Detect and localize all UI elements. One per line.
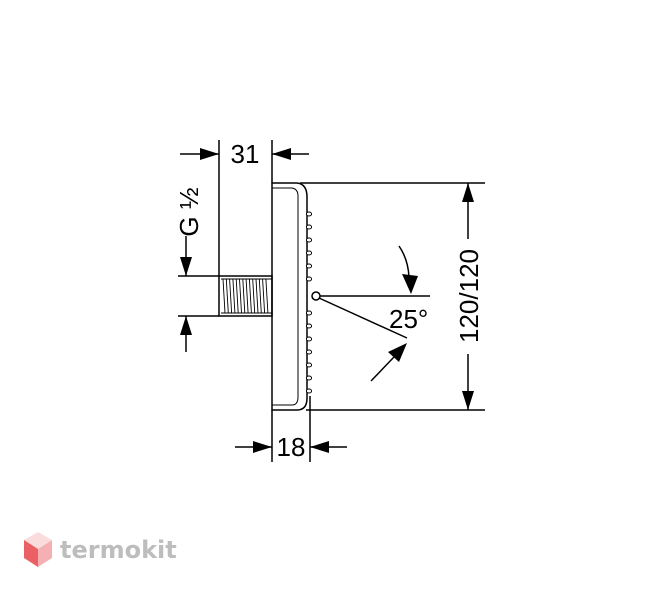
ball-joint bbox=[311, 291, 321, 301]
thread-line bbox=[262, 278, 266, 314]
angle-arrow-top-shaft bbox=[398, 245, 410, 278]
nozzle bbox=[305, 336, 313, 342]
thread-line bbox=[222, 278, 226, 314]
nozzle bbox=[305, 375, 313, 381]
logo-face-right bbox=[38, 540, 52, 567]
arrowhead-right bbox=[253, 441, 272, 453]
nozzle bbox=[305, 362, 313, 368]
nozzle bbox=[305, 349, 313, 355]
dimension-head-size: 120/120 bbox=[300, 182, 485, 411]
logo-face-left bbox=[24, 540, 38, 567]
dimension-label-18: 18 bbox=[277, 432, 306, 462]
nozzle-row bbox=[305, 211, 313, 394]
brand-logo-icon bbox=[24, 532, 52, 567]
nozzle bbox=[305, 263, 313, 269]
arrowhead-up bbox=[180, 316, 192, 335]
arrowhead-left bbox=[310, 441, 329, 453]
thread-line bbox=[245, 278, 249, 314]
shower-head-body bbox=[271, 182, 308, 411]
dimension-tilt-angle: 25° bbox=[318, 245, 430, 382]
dimension-thread: G ½ bbox=[174, 187, 219, 352]
thread-pipe-outline bbox=[218, 275, 273, 317]
arrowhead-down bbox=[180, 257, 192, 276]
shower-head bbox=[271, 182, 321, 411]
dimension-label-thread: G ½ bbox=[174, 187, 204, 236]
dimension-connection-depth: 31 bbox=[180, 139, 309, 276]
nozzle bbox=[305, 323, 313, 329]
angle-arrowhead-top bbox=[402, 274, 418, 294]
nozzle bbox=[305, 224, 313, 230]
thread-line bbox=[239, 278, 242, 314]
thread-line bbox=[225, 278, 229, 314]
thread-line bbox=[255, 278, 259, 314]
thread-line bbox=[242, 278, 246, 314]
shower-head-face-line bbox=[272, 187, 299, 406]
nozzle bbox=[305, 276, 313, 282]
dimension-head-depth: 18 bbox=[235, 396, 347, 462]
thread-line bbox=[258, 278, 262, 314]
nozzle bbox=[305, 211, 313, 217]
angle-label: 25° bbox=[389, 304, 428, 334]
nozzle bbox=[305, 250, 313, 256]
nozzle bbox=[305, 310, 313, 316]
thread-line bbox=[265, 278, 269, 314]
dimension-label-120: 120/120 bbox=[454, 249, 484, 343]
arrowhead-down bbox=[462, 391, 474, 410]
watermark: termokit bbox=[24, 532, 177, 567]
thread-line bbox=[232, 278, 236, 314]
logo-face-top bbox=[24, 532, 52, 549]
nozzle bbox=[305, 237, 313, 243]
angle-tilt-line bbox=[318, 297, 408, 339]
brand-name: termokit bbox=[60, 536, 177, 564]
arrowhead-left bbox=[272, 148, 291, 160]
nozzle bbox=[305, 388, 313, 394]
threaded-connection bbox=[218, 275, 273, 317]
thread-line bbox=[252, 278, 256, 314]
arrowhead-right bbox=[200, 148, 219, 160]
thread-line bbox=[248, 278, 252, 314]
arrowhead-up bbox=[462, 183, 474, 202]
thread-hatching bbox=[222, 278, 269, 314]
thread-line bbox=[235, 278, 239, 314]
angle-arrowhead-bottom bbox=[388, 343, 407, 362]
angle-arrow-bottom-shaft bbox=[370, 356, 395, 382]
dimension-label-31: 31 bbox=[231, 139, 260, 169]
thread-line bbox=[229, 278, 233, 314]
